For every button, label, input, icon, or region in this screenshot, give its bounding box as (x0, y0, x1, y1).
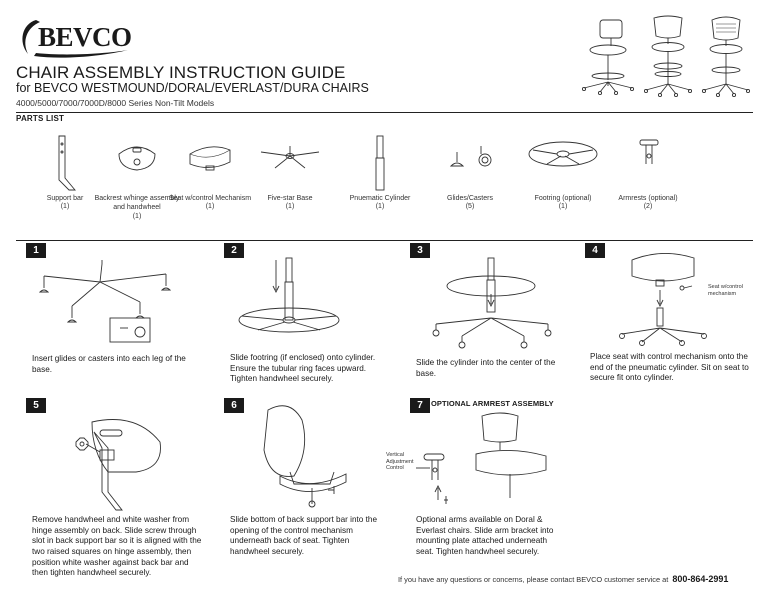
part-name: Backrest w/hinge assembly and handwheel (94, 195, 180, 212)
model-series: 4000/5000/7000/7000D/8000 Series Non-Til… (16, 98, 215, 108)
step-7-text: Optional arms available on Doral & Everl… (416, 515, 554, 556)
contact-line: If you have any questions or concerns, p… (398, 574, 728, 584)
part-glides-casters: Glides/Casters (5) (425, 132, 515, 210)
step-5-text: Remove handwheel and white washer from h… (32, 515, 202, 578)
five-star-base-icon (260, 146, 320, 169)
step-2-illustration (238, 257, 340, 333)
chair-model-2 (643, 15, 693, 98)
part-name: Seat w/control Mechanism (168, 195, 252, 202)
contact-text: If you have any questions or concerns, p… (398, 575, 669, 584)
step-6-illustration (263, 405, 347, 508)
part-armrests: Armrests (optional) (2) (603, 132, 693, 210)
footring-icon (528, 141, 598, 167)
part-qty: (5) (465, 203, 475, 211)
bevco-logo: BEVCO (14, 16, 132, 60)
step-1-number: 1 (26, 243, 46, 258)
part-five-star-base: Five-star Base (1) (245, 132, 335, 210)
part-name: Glides/Casters (447, 195, 493, 202)
step-7-illustration (416, 412, 547, 504)
part-qty: (1) (558, 203, 568, 211)
step-6-number: 6 (224, 398, 244, 413)
part-qty: (1) (60, 203, 70, 211)
step-4-number: 4 (585, 243, 605, 258)
step-7-number: 7 (410, 398, 430, 413)
chair-model-3 (701, 16, 751, 98)
part-footring: Footring (optional) (1) (518, 132, 608, 210)
step-3-illustration (432, 257, 552, 349)
step-5-number: 5 (26, 398, 46, 413)
armrest-icon (639, 139, 659, 164)
part-qty: (1) (375, 203, 385, 211)
step-3-number: 3 (410, 243, 430, 258)
part-name: Support bar (46, 195, 84, 202)
parts-list-heading: PARTS LIST (16, 114, 65, 123)
step-3-text: Slide the cylinder into the center of th… (416, 358, 556, 378)
seat-icon (189, 146, 231, 171)
part-name: Pnuematic Cylinder (349, 195, 411, 202)
step-1-illustration (38, 260, 172, 343)
step-7-title: OPTIONAL ARMREST ASSEMBLY (431, 399, 554, 408)
part-name: Armrests (optional) (618, 195, 678, 202)
part-backrest: Backrest w/hinge assembly and handwheel … (92, 132, 182, 220)
chair-model-1 (581, 19, 635, 96)
step-4-illustration (619, 253, 707, 346)
step-2-text: Slide footring (if enclosed) onto cylind… (230, 353, 376, 384)
part-qty: (1) (205, 203, 215, 211)
part-support-bar: Support bar (1) (20, 132, 110, 210)
part-name: Footring (optional) (534, 195, 592, 202)
part-qty: (1) (132, 212, 142, 220)
part-qty: (1) (285, 203, 295, 211)
step-7-callout: Vertical Adjustment Control (386, 452, 414, 472)
cylinder-icon (375, 135, 385, 191)
backrest-icon (118, 146, 156, 171)
chair-models-illustration (581, 15, 751, 98)
part-name: Five-star Base (267, 195, 313, 202)
glides-casters-icon (449, 146, 492, 167)
page-title: CHAIR ASSEMBLY INSTRUCTION GUIDE (16, 63, 346, 82)
page-subtitle: for BEVCO WESTMOUND/DORAL/EVERLAST/DURA … (16, 81, 369, 95)
logo-swoosh-icon (22, 20, 128, 58)
support-bar-icon (58, 135, 76, 191)
step-4-callout: Seat w/control mechanism (708, 284, 743, 297)
step-4-text: Place seat with control mechanism onto t… (590, 352, 749, 383)
part-qty: (2) (643, 203, 653, 211)
step-1-text: Insert glides or casters into each leg o… (32, 354, 186, 374)
step-2-number: 2 (224, 243, 244, 258)
part-seat: Seat w/control Mechanism (1) (165, 132, 255, 210)
header-divider (16, 112, 753, 113)
parts-divider (16, 240, 753, 241)
step-5-illustration (75, 419, 161, 511)
part-cylinder: Pnuematic Cylinder (1) (335, 132, 425, 210)
contact-phone[interactable]: 800-864-2991 (672, 574, 729, 584)
brand-name: BEVCO (38, 22, 132, 52)
step-6-text: Slide bottom of back support bar into th… (230, 515, 378, 556)
